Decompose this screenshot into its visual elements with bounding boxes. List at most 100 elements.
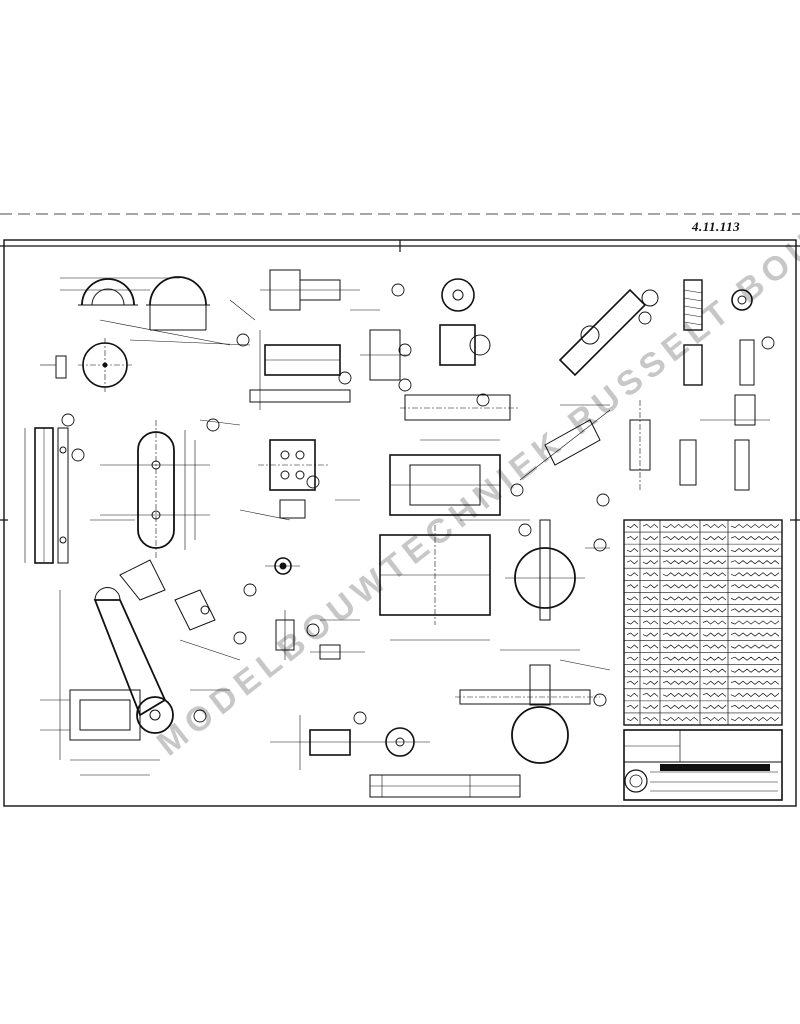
parts-list-entry	[730, 632, 780, 637]
parts-list-entry	[730, 704, 780, 709]
parts-list-entry	[642, 680, 659, 685]
parts-list-table	[623, 519, 783, 726]
parts-list-entry	[662, 536, 699, 541]
parts-list-entry	[626, 632, 639, 637]
parts-list-entry	[662, 560, 699, 565]
parts-list-entry	[730, 523, 780, 529]
parts-list-entry	[730, 656, 780, 661]
part-bottom-bracket	[270, 715, 430, 770]
parts-list-entry	[730, 692, 780, 697]
parts-list-entry	[626, 716, 639, 722]
parts-list-entry	[642, 620, 659, 625]
parts-list-entry	[626, 620, 639, 625]
parts-list-entry	[626, 596, 639, 601]
parts-list-entry	[702, 644, 727, 649]
parts-list-entry	[642, 523, 659, 529]
parts-list-entry	[730, 680, 780, 685]
parts-list-entry	[642, 536, 659, 541]
part-housing-box	[379, 454, 501, 641]
parts-list-entry	[702, 608, 727, 613]
part-bracket-small	[119, 559, 216, 631]
parts-list-entry	[730, 536, 780, 541]
parts-list-entry	[626, 548, 639, 553]
parts-list-entry	[702, 596, 727, 601]
parts-list-entry	[702, 716, 727, 722]
parts-list-entry	[662, 572, 699, 577]
parts-list-entry	[730, 644, 780, 649]
sheet-number: 4.11.113	[692, 219, 741, 234]
part-block-screws	[258, 439, 330, 519]
parts-list-entry	[626, 644, 639, 649]
parts-list-entry	[662, 680, 699, 685]
parts-list-entry	[662, 523, 699, 529]
parts-list-entry	[662, 716, 699, 722]
parts-list-entry	[662, 608, 699, 613]
parts-list-entry	[642, 608, 659, 613]
parts-list-entry	[642, 632, 659, 637]
parts-list-entry	[662, 692, 699, 697]
parts-list-entry	[730, 572, 780, 577]
parts-list-entry	[662, 620, 699, 625]
parts-list-entry	[642, 668, 659, 673]
parts-list-entry	[702, 620, 727, 625]
item-callouts	[61, 283, 775, 725]
company-seal	[624, 769, 648, 793]
parts-list-entry	[702, 536, 727, 541]
parts-list-entry	[626, 608, 639, 613]
title-block	[623, 729, 783, 801]
parts-list-entry	[702, 548, 727, 553]
parts-list-entry	[662, 632, 699, 637]
parts-list-entry	[702, 584, 727, 589]
part-wheel	[505, 519, 610, 621]
dimension-lines	[90, 299, 770, 691]
parts-list-entry	[662, 656, 699, 661]
part-capsule	[100, 420, 210, 560]
parts-list-entry	[702, 560, 727, 565]
parts-list-entry	[642, 692, 659, 697]
parts-list-entry	[626, 536, 639, 541]
parts-list-entry	[642, 560, 659, 565]
parts-list-entry	[626, 656, 639, 661]
parts-list-entry	[730, 596, 780, 601]
parts-list-entry	[662, 644, 699, 649]
parts-list-entry	[642, 644, 659, 649]
parts-list-entry	[626, 692, 639, 697]
part-round-nut	[265, 557, 365, 660]
part-flat-bar	[24, 427, 69, 564]
parts-list-entry	[730, 608, 780, 613]
parts-list-entry	[662, 596, 699, 601]
parts-list-entry	[730, 620, 780, 625]
parts-list-entry	[642, 704, 659, 709]
parts-list-entry	[702, 656, 727, 661]
parts-list-entry	[730, 716, 780, 722]
parts-list-entry	[702, 523, 727, 529]
parts-list-entry	[642, 596, 659, 601]
parts-list-entry	[662, 584, 699, 589]
part-diagonal-assembly	[519, 288, 659, 481]
parts-list-entry	[642, 656, 659, 661]
parts-list-entry	[702, 632, 727, 637]
part-central-mechanism	[360, 278, 520, 421]
parts-list-entry	[702, 572, 727, 577]
parts-list-entry	[730, 668, 780, 673]
parts-list-entry	[730, 584, 780, 589]
part-semicircle	[60, 276, 231, 346]
parts-list-entry	[702, 668, 727, 673]
revision-table	[369, 774, 521, 798]
parts-list-entry	[626, 560, 639, 565]
parts-list-entry	[626, 584, 639, 589]
parts-list-entry	[662, 704, 699, 709]
parts-list-entry	[730, 548, 780, 553]
parts-list-entry	[626, 680, 639, 685]
parts-list-entry	[642, 548, 659, 553]
parts-list-entry	[730, 560, 780, 565]
parts-list-entry	[702, 692, 727, 697]
parts-list-entry	[642, 572, 659, 577]
parts-list-entry	[702, 704, 727, 709]
parts-list-entry	[626, 704, 639, 709]
part-springs	[629, 279, 756, 491]
parts-list-entry	[626, 523, 639, 529]
parts-list-entry	[662, 668, 699, 673]
